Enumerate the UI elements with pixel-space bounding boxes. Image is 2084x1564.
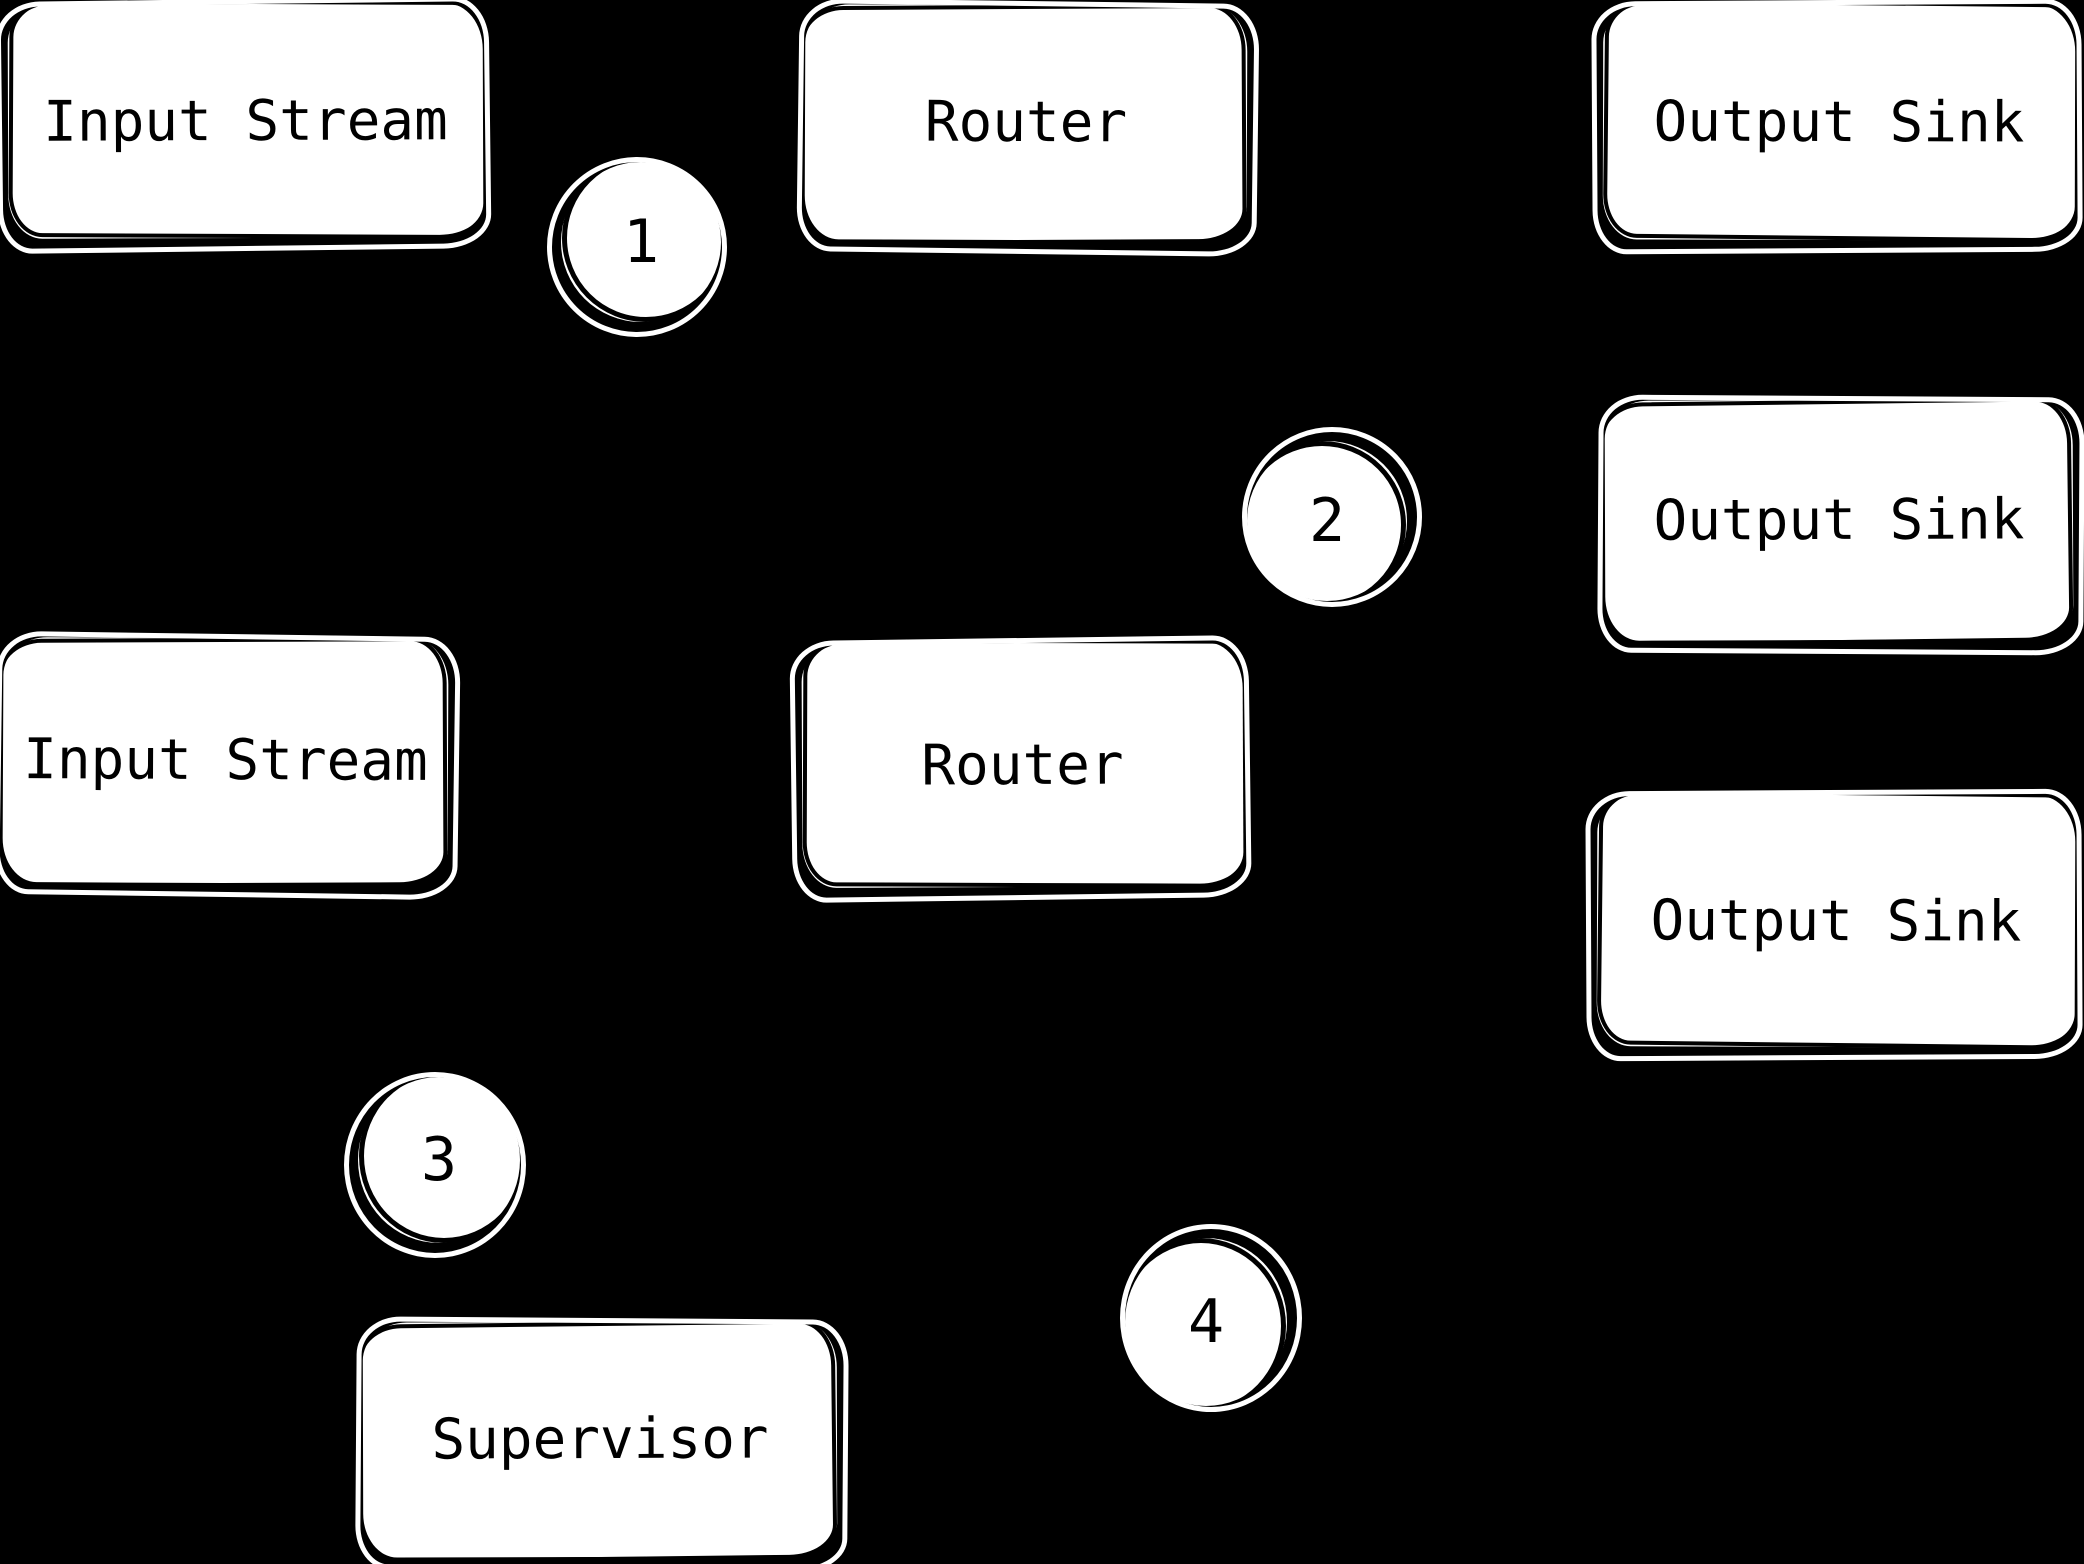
node-label: Input Stream [23,727,428,794]
node-label: Output Sink [1653,486,2025,554]
node-label: Output Sink [1650,887,2022,955]
step-badge-4[interactable]: 4 [1125,1238,1287,1406]
step-badge-label: 1 [622,207,660,277]
node-label: Input Stream [43,87,448,155]
node-label: Router [921,732,1124,798]
node-input-stream-2[interactable]: Input Stream [2,637,449,884]
step-badge-label: 4 [1187,1287,1225,1357]
step-badge-1[interactable]: 1 [561,162,721,322]
step-badge-3[interactable]: 3 [358,1077,520,1243]
node-label: Router [924,89,1128,156]
node-router-1[interactable]: Router [804,4,1248,241]
node-label: Supervisor [431,1406,769,1473]
node-input-stream-1[interactable]: Input Stream [7,3,484,239]
node-output-sink-1[interactable]: Output Sink [1602,4,2076,241]
node-router-2[interactable]: Router [801,642,1244,888]
node-output-sink-2[interactable]: Output Sink [1604,399,2074,641]
step-badge-label: 3 [420,1125,458,1195]
step-badge-label: 2 [1308,486,1346,556]
step-badge-2[interactable]: 2 [1247,441,1407,601]
node-output-sink-3[interactable]: Output Sink [1596,794,2076,1048]
node-supervisor[interactable]: Supervisor [362,1321,838,1558]
node-label: Output Sink [1653,89,2025,156]
